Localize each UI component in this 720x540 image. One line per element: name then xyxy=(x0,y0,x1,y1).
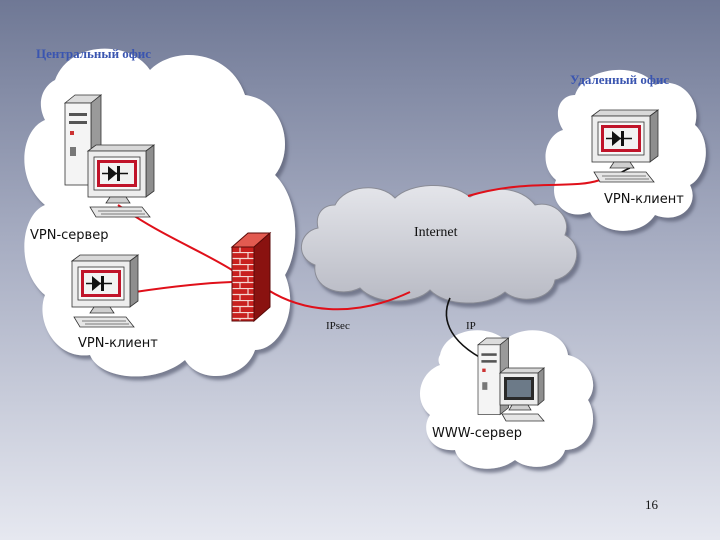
www-server-label: WWW-сервер xyxy=(432,426,523,441)
ipsec-line xyxy=(267,289,411,311)
firewall-icon xyxy=(230,231,272,323)
tunnel-line-remote xyxy=(467,179,601,197)
ip-label: IP xyxy=(466,320,476,332)
remote-office-label: Удаленный офис xyxy=(570,72,670,87)
internet-cloud xyxy=(300,185,578,304)
page-number: 16 xyxy=(645,497,658,512)
central-office-label: Центральный офис xyxy=(36,46,152,61)
vpn-client-local-label: VPN-клиент xyxy=(78,336,158,351)
ipsec-label: IPsec xyxy=(326,320,350,332)
vpn-server-label: VPN-сервер xyxy=(30,228,109,243)
internet-label: Internet xyxy=(414,225,458,240)
tunnel-line-central-client xyxy=(134,281,233,293)
central-office-cloud xyxy=(24,48,296,377)
vpn-client-remote-label: VPN-клиент xyxy=(604,192,684,207)
